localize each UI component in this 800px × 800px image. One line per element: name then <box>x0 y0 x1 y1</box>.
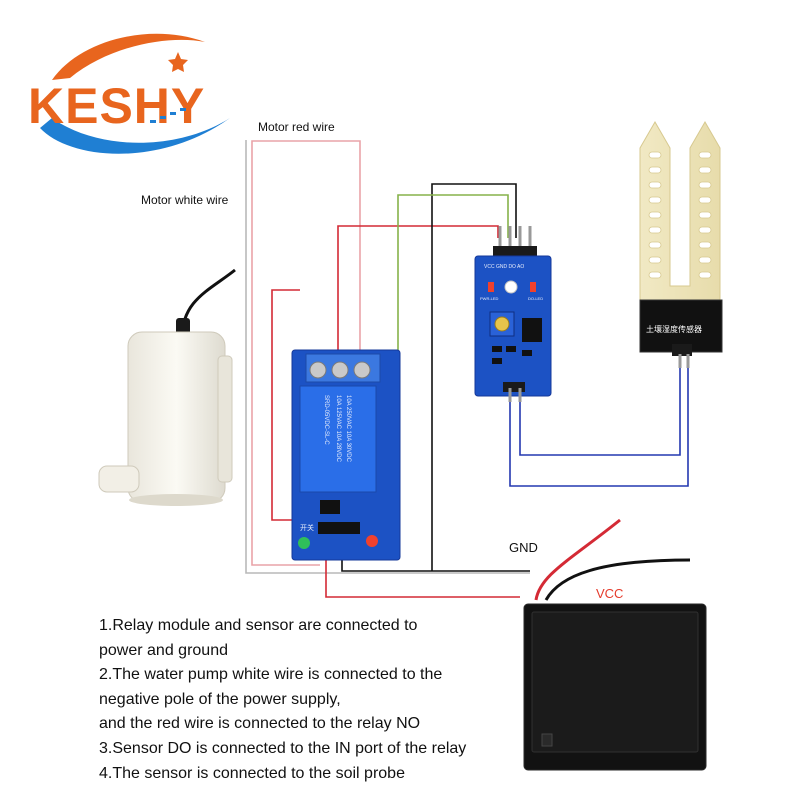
probe-pad <box>698 166 712 174</box>
sensor-do-label: DO-LED <box>528 296 543 301</box>
pump-collar <box>217 355 233 483</box>
probe-pad <box>698 241 712 249</box>
instructions-text: 1.Relay module and sensor are connected … <box>99 614 529 786</box>
logo-star-icon <box>168 52 188 72</box>
soil-probe-header <box>672 344 692 356</box>
probe-pad <box>698 151 712 159</box>
relay-transistor <box>320 500 340 514</box>
pump-bottom <box>129 494 223 506</box>
screw-icon <box>309 361 327 379</box>
wire-motor-red <box>251 140 361 566</box>
relay-rating-1: 10A 250VAC 10A 30VDC <box>345 395 351 463</box>
probe-pad <box>648 271 662 279</box>
probe-pad <box>648 166 662 174</box>
probe-pad <box>698 196 712 204</box>
sensor-mount-hole <box>504 280 518 294</box>
sensor-resistor <box>492 358 502 364</box>
instruction-line: negative pole of the power supply, <box>99 690 341 708</box>
label-gnd: GND <box>509 540 538 555</box>
logo-swoosh-bottom <box>40 118 230 154</box>
soil-probe-board <box>639 299 723 353</box>
logo-text: KESHY <box>28 78 205 134</box>
screw-icon <box>353 361 371 379</box>
sensor-ic-chip <box>522 318 542 342</box>
probe-pad <box>698 271 712 279</box>
relay-cube <box>299 385 377 493</box>
relay-rating-2: 10A 125VAC 10A 28VDC <box>335 395 341 463</box>
pump-outlet <box>98 465 140 493</box>
label-motor-white-wire: Motor white wire <box>141 193 229 207</box>
probe-pad <box>648 196 662 204</box>
instruction-line: power and ground <box>99 641 228 659</box>
sensor-pwr-led <box>488 282 494 292</box>
wire-relay-red-left <box>271 289 310 521</box>
probe-pad <box>648 241 662 249</box>
sensor-pin-header <box>493 246 537 256</box>
relay-module: 10A 250VAC 10A 30VDC 10A 125VAC 10A 28VD… <box>291 349 401 561</box>
battery-lead-black <box>544 558 691 601</box>
pump-body <box>127 331 226 503</box>
battery-lead-red <box>534 518 621 601</box>
battery-box <box>523 518 707 771</box>
sensor-do-led <box>530 282 536 292</box>
potentiometer-knob-icon <box>494 316 510 332</box>
instruction-line: and the red wire is connected to the rel… <box>99 715 421 733</box>
soil-probe: 土壤湿度传感器 <box>639 120 723 368</box>
relay-model: SRD-05VDC-SL-C <box>323 395 329 445</box>
sensor-module: VCC GND DO AO PWR-LED DO-LED <box>474 226 552 402</box>
wire-gnd-sensor <box>431 183 517 571</box>
probe-pad <box>648 226 662 234</box>
keshy-logo: KESHY <box>28 33 230 154</box>
relay-led-red <box>366 535 378 547</box>
wire-red-sensor-vcc <box>337 225 499 370</box>
probe-pad <box>648 256 662 264</box>
sensor-probe-header <box>503 382 525 392</box>
instruction-line: 2.The water pump white wire is connected… <box>99 666 443 684</box>
screw-icon <box>331 361 349 379</box>
relay-screws <box>309 361 371 379</box>
instruction-line: 3.Sensor DO is connected to the IN port … <box>99 739 467 757</box>
soil-probe-label: 土壤湿度传感器 <box>646 324 702 334</box>
sensor-resistor <box>522 350 532 356</box>
relay-header <box>318 522 360 534</box>
logo-stripes <box>150 108 186 123</box>
relay-led-green <box>298 537 310 549</box>
battery-switch <box>541 733 553 747</box>
probe-pad <box>648 151 662 159</box>
probe-pad <box>698 211 712 219</box>
label-motor-red-wire: Motor red wire <box>258 120 335 134</box>
probe-pad <box>698 256 712 264</box>
instruction-line: 1.Relay module and sensor are connected … <box>99 617 418 634</box>
probe-pad <box>648 181 662 189</box>
probe-pad <box>698 181 712 189</box>
wires <box>245 140 689 598</box>
probe-pad <box>698 226 712 234</box>
wire-motor-white <box>245 140 530 574</box>
logo-swoosh-top <box>52 33 205 80</box>
sensor-resistor <box>492 346 502 352</box>
sensor-pin-labels: VCC GND DO AO <box>484 264 524 270</box>
probe-pads <box>648 151 712 279</box>
wire-probe-1 <box>509 366 689 487</box>
battery-box-lid <box>531 611 699 753</box>
instruction-line: 4.The sensor is connected to the soil pr… <box>99 764 405 782</box>
probe-pad <box>648 211 662 219</box>
wire-relay-vcc <box>325 548 520 598</box>
sensor-resistor <box>506 346 516 352</box>
label-vcc: VCC <box>596 586 624 601</box>
relay-silk: 开关 <box>300 523 314 532</box>
water-pump <box>98 268 236 506</box>
wire-probe-2 <box>519 366 681 456</box>
sensor-pwr-label: PWR-LED <box>480 296 499 301</box>
